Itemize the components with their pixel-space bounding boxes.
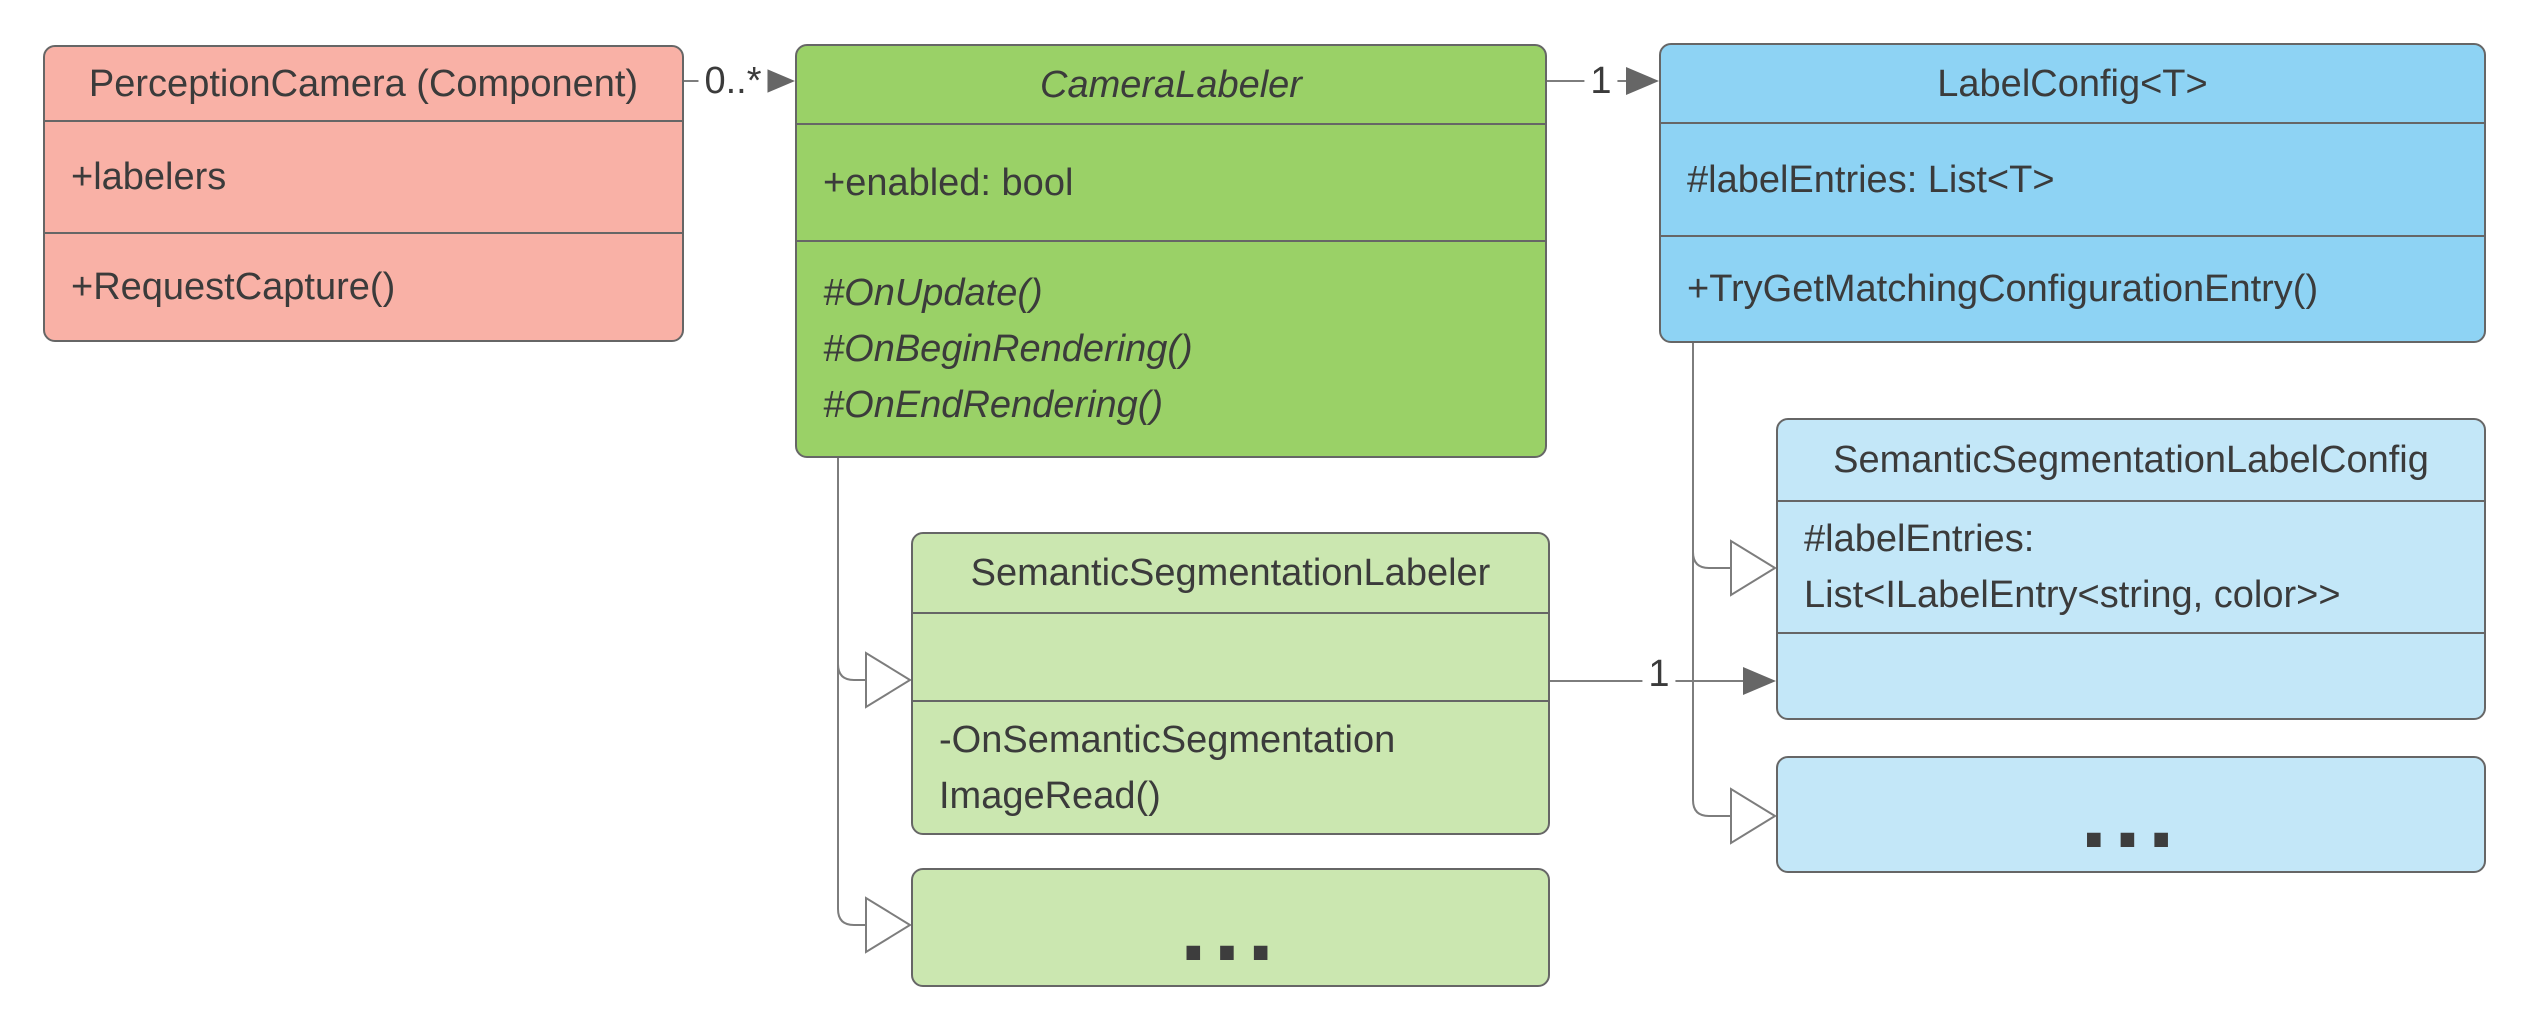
class-title: PerceptionCamera (Component) [88,62,639,105]
multiplicity-label-perception-to-labeler: 0..* [698,58,768,104]
class-box-perception-camera[interactable]: PerceptionCamera (Component) +labelers +… [43,45,684,342]
ellipsis-label: ... [1179,873,1281,981]
inheritance-triangle-segconfig [1730,539,1777,597]
association-arrowhead-cameralabeler-to-labelconfig [1626,67,1659,95]
class-title: CameraLabeler [1040,63,1302,106]
class-methods-section: #OnUpdate() #OnBeginRendering() #OnEndRe… [797,240,1545,456]
class-methods-section: +RequestCapture() [45,232,682,340]
class-title: SemanticSegmentationLabeler [970,552,1491,594]
class-box-labeler-subclass-ellipsis[interactable]: ... [911,868,1550,987]
ellipsis-label: ... [2080,760,2182,868]
class-methods-section: +TryGetMatchingConfigurationEntry() [1661,235,2484,341]
class-box-config-subclass-ellipsis[interactable]: ... [1776,756,2486,873]
inheritance-line-ellipsis-to-labelconfig [1692,343,1731,817]
class-attributes-section: #labelEntries: List<T> [1661,122,2484,235]
association-arrowhead-seglabeler-to-segconfig [1743,667,1776,695]
multiplicity-label-labeler-to-config: 1 [1584,58,1618,104]
class-box-semantic-segmentation-labeler[interactable]: SemanticSegmentationLabeler -OnSemanticS… [911,532,1550,835]
inheritance-triangle-config-ellipsis [1730,787,1777,845]
inheritance-triangle-labeler-ellipsis [865,896,912,954]
class-box-label-config[interactable]: LabelConfig<T> #labelEntries: List<T> +T… [1659,43,2486,343]
class-box-semantic-segmentation-label-config[interactable]: SemanticSegmentationLabelConfig #labelEn… [1776,418,2486,720]
association-arrowhead-perception-to-cameralabeler [762,67,795,95]
class-attributes-section: +enabled: bool [797,123,1545,240]
class-attributes-section: +labelers [45,120,682,232]
multiplicity-label-seglabeler-to-segconfig: 1 [1642,651,1676,697]
class-attributes-section-empty [913,612,1548,700]
inheritance-line-segconfig-to-labelconfig [1692,343,1731,569]
inheritance-line-ellipsis-to-cameralabeler [837,458,866,926]
class-attributes-section: #labelEntries: List<ILabelEntry<string, … [1778,500,2484,632]
inheritance-line-seglabeler-to-cameralabeler [837,458,866,681]
class-methods-section-empty [1778,632,2484,718]
inheritance-triangle-seglabeler [865,651,912,709]
class-methods-section: -OnSemanticSegmentation ImageRead() [913,700,1548,833]
class-title: LabelConfig<T> [1937,62,2208,105]
class-title: SemanticSegmentationLabelConfig [1833,439,2429,481]
class-box-camera-labeler[interactable]: CameraLabeler +enabled: bool #OnUpdate()… [795,44,1547,458]
